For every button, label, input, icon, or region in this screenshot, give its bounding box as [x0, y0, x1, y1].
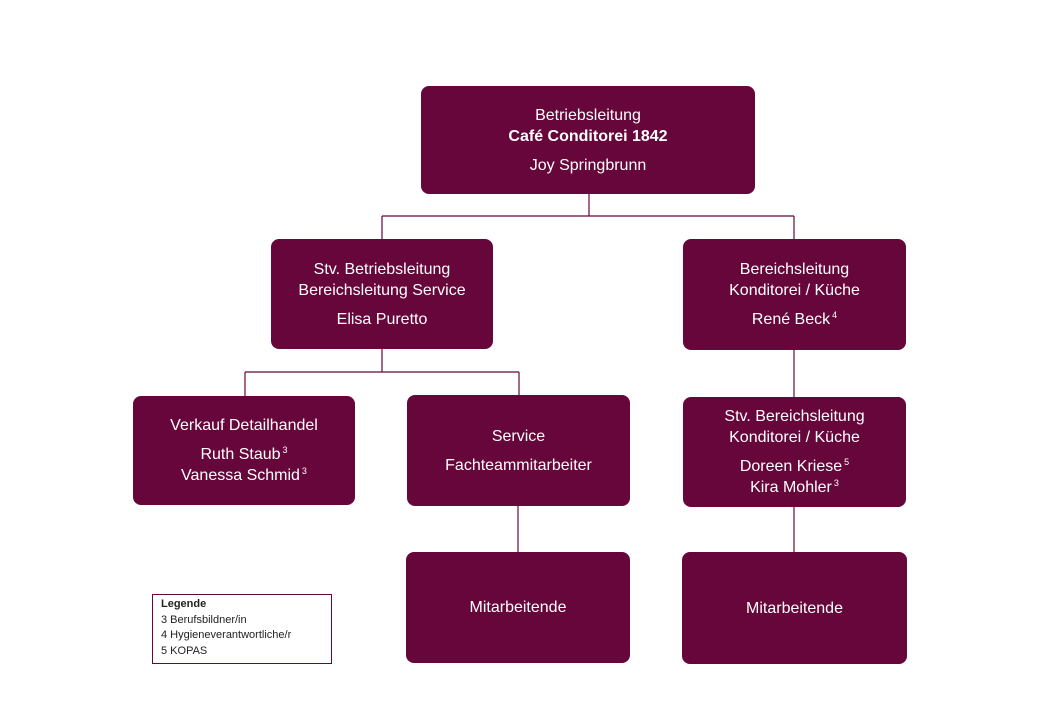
service-title: Service [491, 427, 546, 445]
legend-item: 3 Berufsbildner/in [161, 613, 247, 626]
top-title: Betriebsleitung [535, 106, 641, 124]
service-lead-person: Elisa Puretto [336, 310, 428, 328]
legend: Legende 3 Berufsbildner/in 4 Hygienevera… [152, 594, 332, 664]
retail-title: Verkauf Detailhandel [170, 417, 318, 434]
kitchen-deputy-line1: Stv. Bereichsleitung [724, 408, 865, 425]
service-lead-line2: Bereichsleitung Service [298, 281, 466, 299]
box-service-lead: Stv. Betriebsleitung Bereichsleitung Ser… [271, 239, 493, 349]
retail-person-name: Vanessa Schmid [181, 467, 300, 484]
kitchen-lead-line1: Bereichsleitung [739, 261, 850, 278]
service-lead-line1: Stv. Betriebsleitung [313, 260, 451, 278]
top-company: Café Conditorei 1842 [508, 127, 668, 145]
kitchen-deputy-person-name: Doreen Kriese [739, 458, 843, 475]
footnote-marker: 3 [833, 478, 839, 488]
box-kitchen-deputy: Stv. Bereichsleitung Konditorei / Küche … [683, 397, 906, 507]
box-service: Service Fachteammitarbeiter [407, 395, 630, 506]
legend-item: 5 KOPAS [161, 644, 208, 657]
footnote-marker: 4 [832, 310, 838, 320]
box-service-staff: Mitarbeitende [406, 552, 630, 663]
box-kitchen-lead: Bereichsleitung Konditorei / Küche René … [683, 239, 906, 350]
footnote-marker: 3 [282, 445, 288, 455]
legend-item: 4 Hygieneverantwortliche/r [161, 629, 292, 641]
legend-title: Legende [161, 598, 207, 610]
footnote-marker: 3 [301, 466, 307, 476]
retail-person-name: Ruth Staub [200, 446, 281, 463]
kitchen-lead-line2: Konditorei / Küche [729, 282, 860, 299]
top-person: Joy Springbrunn [529, 156, 647, 174]
kitchen-staff-label: Mitarbeitende [746, 599, 843, 617]
footnote-marker: 5 [844, 457, 850, 467]
box-betriebsleitung: Betriebsleitung Café Conditorei 1842 Joy… [421, 86, 755, 194]
service-subtitle: Fachteammitarbeiter [445, 456, 592, 474]
service-staff-label: Mitarbeitende [469, 599, 567, 616]
kitchen-lead-person: René Beck [751, 311, 831, 328]
kitchen-deputy-person-name: Kira Mohler [750, 479, 832, 496]
kitchen-deputy-line2: Konditorei / Küche [729, 429, 860, 446]
box-kitchen-staff: Mitarbeitende [682, 552, 907, 664]
